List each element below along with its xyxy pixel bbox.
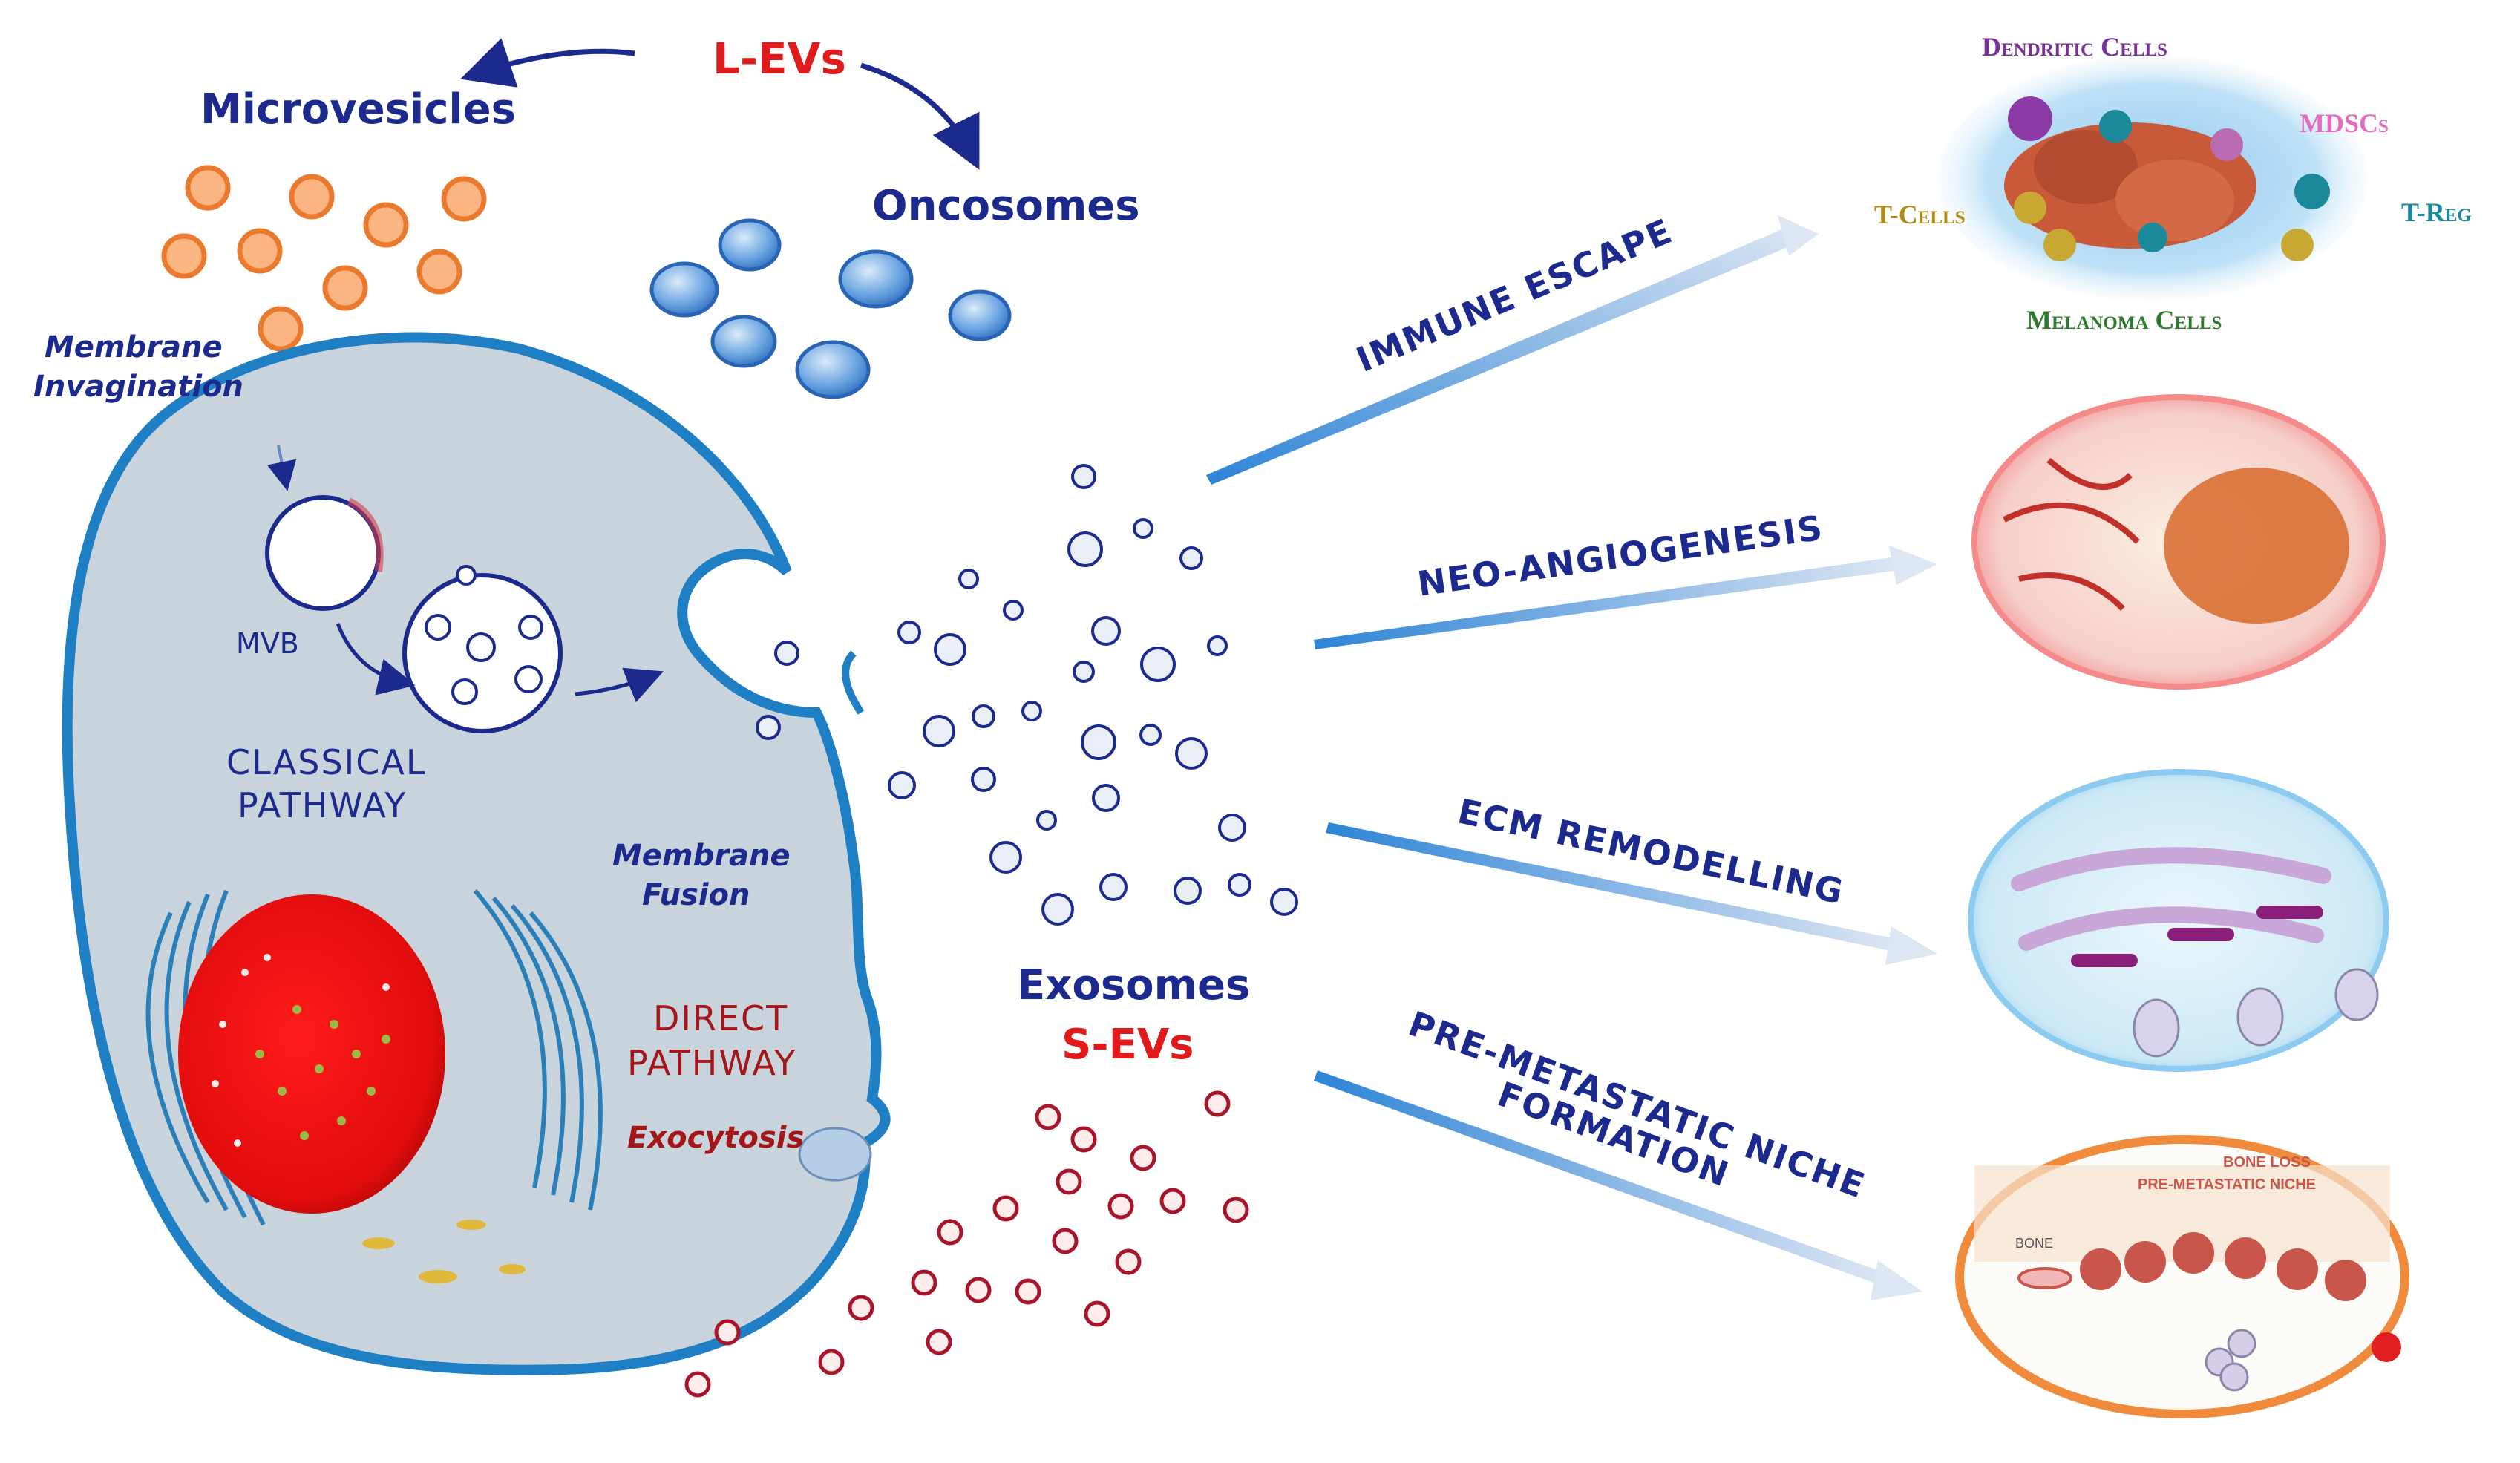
lower-cells	[2205, 1329, 2256, 1392]
membrane-invagination-label-line1: Membrane	[45, 330, 223, 364]
nucleus	[178, 894, 445, 1214]
direct-pathway-label-line1: DIRECT	[653, 998, 789, 1038]
melanoma-mass	[2004, 122, 2256, 249]
ecm-receptors	[2133, 968, 2379, 1058]
immune-cells	[2008, 96, 2330, 261]
bone-cell	[2017, 1267, 2072, 1289]
exosomes-cluster	[756, 464, 1298, 926]
direct-pathway-label-line2: PATHWAY	[627, 1043, 797, 1083]
oncosomes-label: Oncosomes	[872, 182, 1140, 230]
beam-neo-angiogenesis	[1314, 557, 1899, 649]
microvesicles-label: Microvesicles	[200, 85, 516, 134]
exocytosis-vesicle	[798, 1127, 872, 1182]
classical-pathway-label-line2: PATHWAY	[238, 785, 408, 825]
arrow-to-oncosomes	[860, 62, 980, 170]
membrane-fusion-label-line1: Membrane	[612, 839, 791, 873]
beam-ecm-remodelling-head	[1885, 926, 1937, 965]
mvb-inner-vesicles	[425, 565, 543, 705]
ecm-fibers	[2011, 847, 2331, 951]
tumor-mass	[2164, 468, 2349, 624]
red-cell	[2372, 1332, 2401, 1362]
pre-metastatic-niche-label: PRE-METASTATIC NICHE	[2138, 1176, 2316, 1193]
nucleus-granules	[255, 1005, 390, 1140]
fusion-pocket-edge	[842, 650, 865, 715]
bone-label: BONE	[2015, 1236, 2054, 1251]
mvb-arrow	[336, 623, 416, 696]
golgi-right	[473, 889, 603, 1211]
beam-neo-angiogenesis-head	[1889, 546, 1937, 585]
microvesicles-cluster	[161, 165, 487, 352]
invagination-arrow	[266, 445, 297, 491]
beam-ecm-remodelling	[1326, 822, 1896, 952]
mdscs-label: MDSCs	[2300, 108, 2389, 138]
beam-pre-metastatic	[1314, 1070, 1885, 1286]
bone-loss-label: BONE LOSS	[2223, 1154, 2311, 1171]
dendritic-cells-label: Dendritic Cells	[1982, 32, 2167, 62]
blood-vessels	[2003, 457, 2140, 611]
oncosomes-cluster	[649, 218, 1012, 399]
beam-pre-metastatic-head	[1871, 1260, 1922, 1300]
melanoma-cells-label: Melanoma Cells	[2026, 305, 2222, 335]
beam-immune-escape	[1206, 226, 1811, 485]
exosomes-label: Exosomes	[1017, 961, 1251, 1009]
exocytosis-label: Exocytosis	[627, 1121, 805, 1155]
t-cells-label: T-Cells	[1874, 200, 1966, 229]
classical-pathway-label-line1: CLASSICAL	[226, 742, 427, 782]
osteoclast-row	[2080, 1232, 2366, 1301]
organelle-fragments	[362, 1220, 526, 1283]
s-evs-cluster	[684, 1090, 1249, 1398]
arrow-to-microvesicles	[460, 38, 635, 88]
ecm-proteins	[2071, 906, 2323, 967]
mvb-label: MVB	[236, 627, 299, 660]
s-evs-label: S-EVs	[1061, 1021, 1194, 1069]
membrane-invagination-label-line2: Invagination	[33, 370, 244, 404]
membrane-fusion-label-line2: Fusion	[642, 878, 750, 912]
t-reg-label: T-Reg	[2401, 197, 2472, 227]
nucleus-pores	[212, 954, 390, 1147]
exosome-release-arrow	[575, 667, 664, 703]
l-evs-label: L-EVs	[713, 33, 847, 84]
endosome-shadow	[347, 497, 384, 572]
beam-immune-escape-head	[1778, 215, 1819, 256]
